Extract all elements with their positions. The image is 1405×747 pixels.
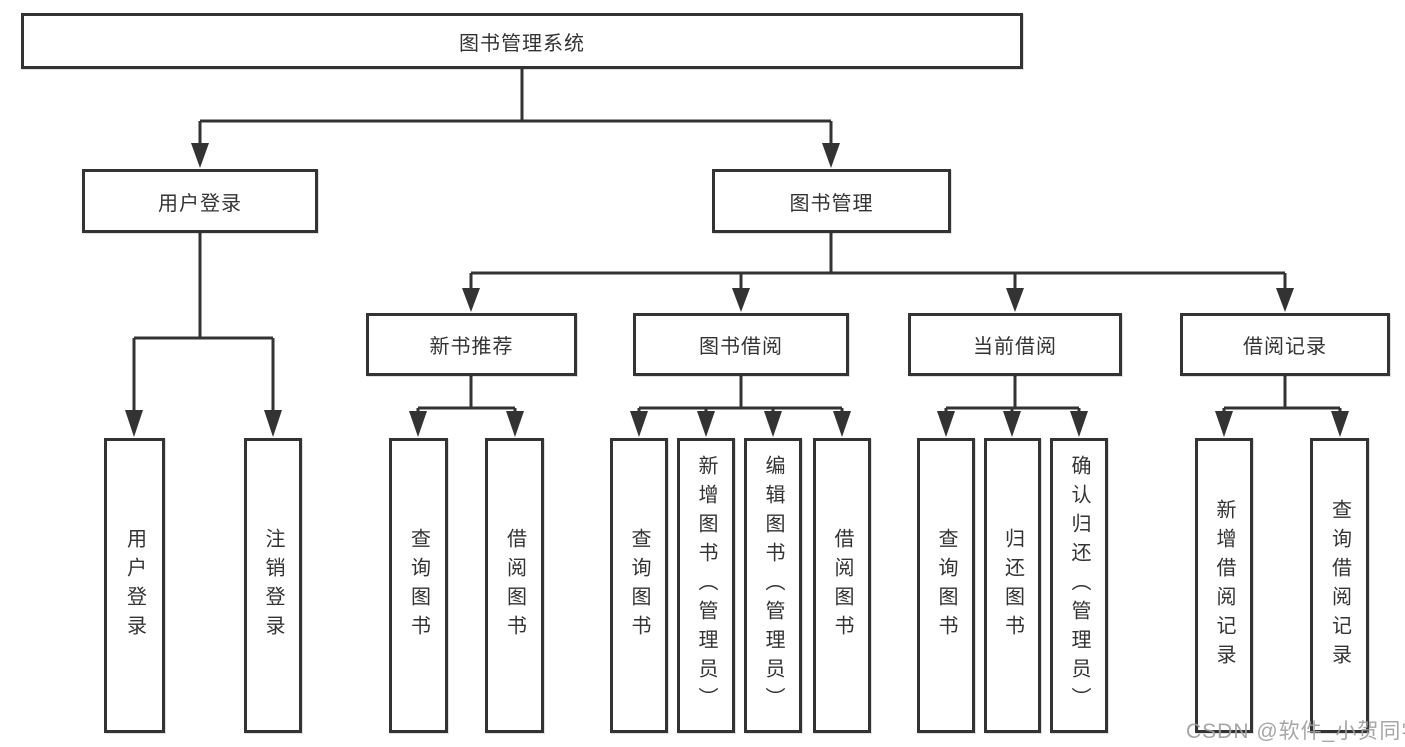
leaf-borrow-books-recommend: 借阅图书 [485, 438, 544, 733]
leaf-add-borrow-record: 新增借阅记录 [1195, 438, 1253, 733]
leaf-confirm-return-admin: 确认归还（管理员） [1050, 438, 1108, 733]
watermark: CSDN @软件_小贺同学 [1186, 720, 1405, 743]
leaf-borrow-books: 借阅图书 [813, 438, 871, 733]
node-borrowing-records: 借阅记录 [1180, 313, 1390, 376]
leaf-edit-book-admin: 编辑图书（管理员） [744, 438, 802, 733]
node-current-borrowing: 当前借阅 [908, 313, 1122, 376]
node-book-management: 图书管理 [712, 169, 951, 233]
leaf-logout: 注销登录 [244, 438, 302, 733]
leaf-query-books-borrowing: 查询图书 [610, 438, 668, 733]
node-new-book-recommend: 新书推荐 [366, 313, 577, 376]
leaf-query-books-recommend: 查询图书 [389, 438, 448, 733]
leaf-return-book: 归还图书 [984, 438, 1041, 733]
node-root: 图书管理系统 [21, 13, 1023, 69]
leaf-query-borrow-record: 查询借阅记录 [1310, 438, 1369, 733]
arrowhead-icons [125, 143, 1349, 437]
leaf-add-book-admin: 新增图书（管理员） [677, 438, 735, 733]
node-user-login: 用户登录 [82, 169, 318, 233]
leaf-query-books-current: 查询图书 [917, 438, 975, 733]
leaf-user-login: 用户登录 [104, 438, 165, 733]
node-book-borrowing: 图书借阅 [633, 313, 849, 376]
